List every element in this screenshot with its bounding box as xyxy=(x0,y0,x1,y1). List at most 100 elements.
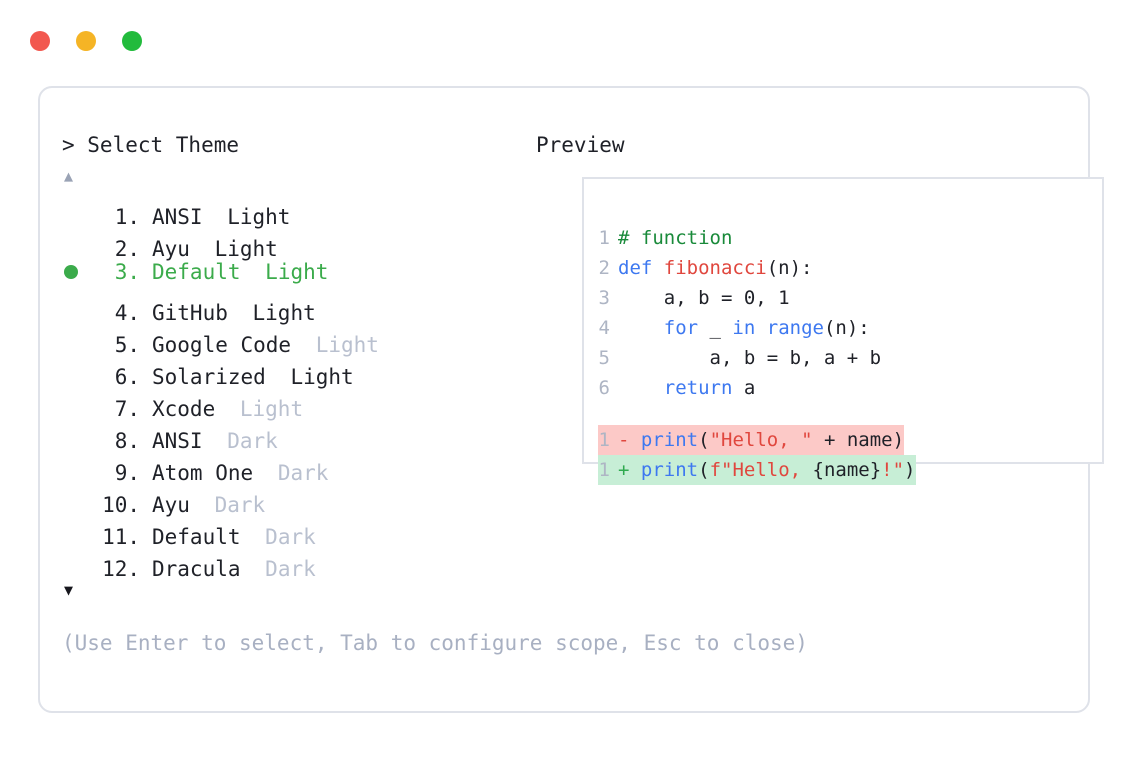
page-title: > Select Theme xyxy=(62,133,240,157)
diff-line-del: 1- print("Hello, " + name) xyxy=(598,425,905,455)
theme-index: 1. xyxy=(102,205,140,229)
selection-bullet-cell xyxy=(62,224,92,256)
theme-name: Solarized xyxy=(152,365,266,389)
diff-sign-spacer xyxy=(629,429,640,451)
code-token: print xyxy=(640,429,699,451)
selection-bullet-cell xyxy=(62,448,92,480)
code-line: 5 a, b = b, a + b xyxy=(598,343,916,373)
theme-name: GitHub xyxy=(152,301,228,325)
selected-bullet-icon xyxy=(64,265,78,279)
line-number: 2 xyxy=(598,257,610,279)
theme-name-spacer xyxy=(303,329,316,361)
theme-list-item[interactable]: 8.ANSI Dark xyxy=(62,416,532,453)
theme-list-item[interactable]: 9. Atom One Dark xyxy=(62,448,532,485)
code-token: ) xyxy=(904,459,916,481)
code-token: !" xyxy=(881,459,905,481)
theme-variant: Dark xyxy=(214,493,266,517)
theme-index: 4. xyxy=(102,301,140,325)
theme-name-spacer xyxy=(278,361,291,393)
code-line: 6 return a xyxy=(598,373,916,403)
line-number: 5 xyxy=(598,347,610,369)
code-token xyxy=(618,317,664,339)
diff-sign-spacer xyxy=(629,459,640,481)
maximize-button[interactable] xyxy=(122,31,142,51)
preview-title: Preview xyxy=(536,133,625,157)
theme-list[interactable]: 1.ANSI Light 2.Ayu Light 3.Default Light… xyxy=(62,192,532,581)
theme-list-item[interactable]: 2.Ayu Light xyxy=(62,224,532,261)
theme-index: 2. xyxy=(102,237,140,261)
theme-list-item[interactable]: 1.ANSI Light xyxy=(62,192,532,229)
theme-index: 6. xyxy=(102,365,140,389)
theme-list-item[interactable]: 10.Ayu Dark xyxy=(62,480,532,517)
theme-variant: Light xyxy=(239,397,304,421)
minimize-button[interactable] xyxy=(76,31,96,51)
code-token: (n): xyxy=(766,257,813,279)
line-number: 1 xyxy=(598,227,610,249)
code-line: 4 for _ in range(n): xyxy=(598,313,916,343)
selection-bullet-cell xyxy=(62,480,92,512)
code-token: {name} xyxy=(812,459,882,481)
theme-list-item[interactable]: 3.Default Light xyxy=(62,256,532,288)
theme-name: Atom One xyxy=(152,461,254,485)
code-token: + name) xyxy=(812,429,905,451)
scroll-up-icon[interactable]: ▲ xyxy=(64,167,74,185)
theme-list-item[interactable]: 6.Solarized Light xyxy=(62,352,532,389)
theme-variant: Dark xyxy=(265,557,316,581)
code-token: print xyxy=(640,459,699,481)
selection-bullet-cell xyxy=(62,384,92,416)
line-number: 4 xyxy=(598,317,610,339)
theme-name-spacer xyxy=(215,425,228,457)
theme-list-item[interactable]: 11.Default Dark xyxy=(62,512,532,549)
scroll-down-icon[interactable]: ▼ xyxy=(64,581,74,599)
diff-sign: + xyxy=(618,459,630,481)
theme-list-item[interactable]: 7. Xcode Light xyxy=(62,384,532,421)
theme-list-item[interactable]: 5.Google Code Light xyxy=(62,320,532,357)
line-number: 1 xyxy=(598,459,610,481)
code-token: range xyxy=(766,317,824,339)
theme-select-pane: > Select Theme ▲ 1.ANSI Light 2.Ayu Ligh… xyxy=(62,130,532,600)
theme-name: Xcode xyxy=(152,397,216,421)
line-number: 1 xyxy=(598,429,610,451)
theme-name-spacer xyxy=(202,489,215,521)
theme-name-spacer xyxy=(253,256,266,288)
theme-variant: Light xyxy=(265,260,329,284)
keyboard-hint: (Use Enter to select, Tab to configure s… xyxy=(62,631,808,655)
theme-index: 9. xyxy=(102,461,140,485)
theme-index: 3. xyxy=(102,260,140,284)
theme-list-item[interactable]: 12.Dracula Dark xyxy=(62,544,532,581)
theme-name: ANSI xyxy=(152,205,203,229)
close-button[interactable] xyxy=(30,31,50,51)
diff-line-add: 1 + print(f"Hello, {name}!") xyxy=(598,455,916,485)
theme-index: 7. xyxy=(102,397,140,421)
code-token: def xyxy=(618,257,664,279)
code-diff-separator xyxy=(598,403,916,425)
code-token: fibonacci xyxy=(663,257,767,279)
theme-index: 11. xyxy=(102,525,140,549)
diff-sign: - xyxy=(618,429,630,451)
code-token: # function xyxy=(618,227,733,249)
theme-variant: Dark xyxy=(265,525,316,549)
code-token xyxy=(618,377,664,399)
theme-index: 8. xyxy=(102,429,140,453)
code-token: (n): xyxy=(823,317,870,339)
code-line: 3 a, b = 0, 1 xyxy=(598,283,916,313)
theme-list-item[interactable]: 4.GitHub Light xyxy=(62,288,532,325)
code-token: for xyxy=(663,317,699,339)
selection-bullet-cell xyxy=(62,256,92,288)
line-number: 3 xyxy=(598,287,610,309)
selection-bullet-cell xyxy=(62,288,92,320)
code-token: ( xyxy=(698,459,710,481)
code-token: a, b = 0, 1 xyxy=(618,287,790,309)
theme-name: Ayu xyxy=(152,493,190,517)
selection-bullet-cell xyxy=(62,192,92,224)
theme-name: Dracula xyxy=(152,557,241,581)
theme-name-spacer xyxy=(240,297,253,329)
code-token: _ xyxy=(698,317,733,339)
theme-name-spacer xyxy=(227,393,240,425)
theme-name: Google Code xyxy=(152,333,292,357)
code-token: in xyxy=(732,317,756,339)
theme-variant: Dark xyxy=(277,461,329,485)
code-token: return xyxy=(663,377,733,399)
code-token: f"Hello, xyxy=(709,459,813,481)
